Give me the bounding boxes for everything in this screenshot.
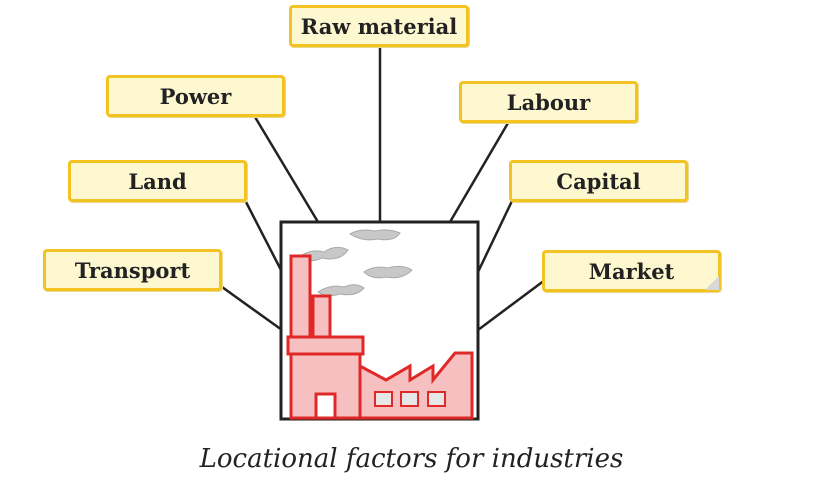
factor-land: Land <box>68 160 247 202</box>
window <box>374 391 393 407</box>
factor-capital: Capital <box>509 160 688 202</box>
window <box>400 391 419 407</box>
factor-label: Labour <box>506 89 591 115</box>
connector-labour <box>448 122 510 223</box>
factor-market: Market <box>542 250 721 292</box>
page-curl-icon <box>705 276 719 290</box>
factory-windows <box>374 391 446 407</box>
factory-icon <box>286 254 474 420</box>
window <box>427 391 446 407</box>
connector-capital <box>476 200 514 273</box>
factor-label: Capital <box>556 168 641 194</box>
factor-raw-material: Raw material <box>289 5 469 47</box>
factor-label: Market <box>588 258 675 284</box>
diagram-caption: Locational factors for industries <box>199 444 624 474</box>
connector-transport <box>221 285 283 332</box>
factor-label: Land <box>128 168 187 194</box>
connector-power <box>253 116 320 223</box>
factory-door <box>314 392 337 420</box>
factory-band <box>286 335 365 356</box>
connector-land <box>244 201 284 273</box>
chimney-tall <box>289 254 312 340</box>
factor-power: Power <box>106 75 285 117</box>
factor-transport: Transport <box>43 249 222 291</box>
factor-label: Transport <box>74 257 191 283</box>
factor-label: Raw material <box>300 13 458 39</box>
chimney-short <box>311 294 332 340</box>
factor-labour: Labour <box>459 81 638 123</box>
factor-label: Power <box>159 83 232 109</box>
connector-market <box>477 278 546 332</box>
